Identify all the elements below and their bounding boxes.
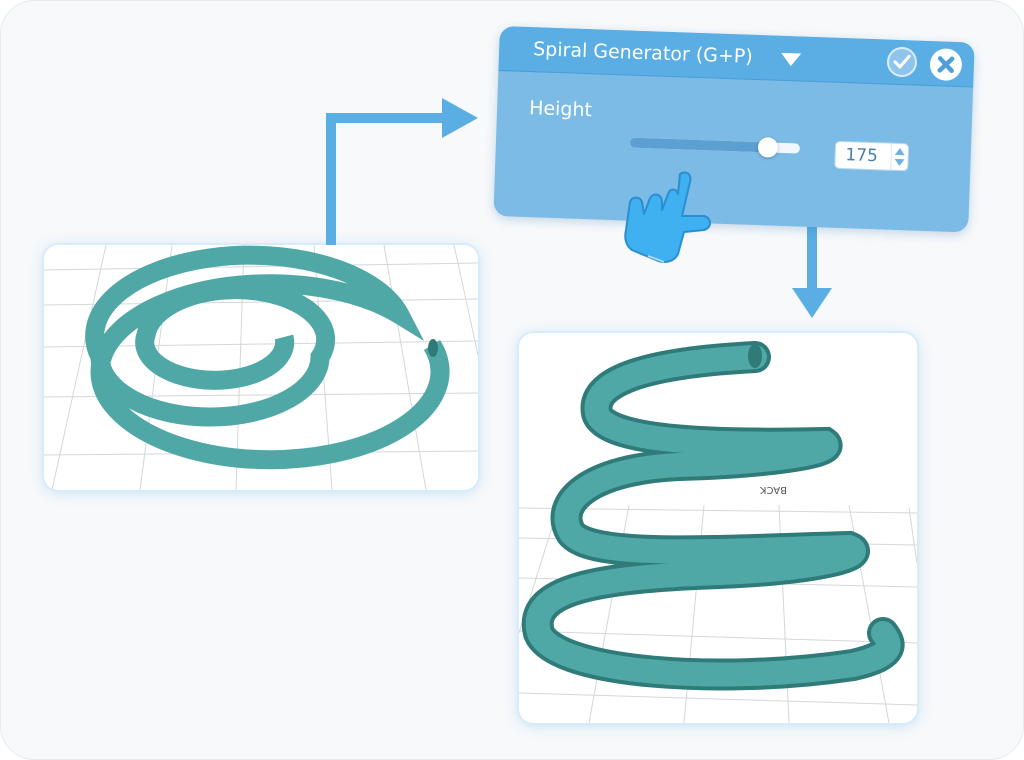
arrow-head-down	[792, 288, 832, 318]
spiral-generator-panel: Spiral Generator (G+P) Height 175	[493, 26, 975, 233]
spiral-end-cap	[428, 339, 438, 357]
height-stepper[interactable]: 175	[835, 141, 909, 171]
stepper-down-icon[interactable]	[894, 158, 905, 167]
flat-spiral-viewport[interactable]	[44, 245, 478, 490]
slider-thumb[interactable]	[757, 137, 778, 158]
panel-header[interactable]: Spiral Generator (G+P)	[498, 26, 975, 88]
close-button[interactable]	[929, 48, 963, 82]
height-label: Height	[528, 97, 593, 122]
back-label: BACK	[759, 484, 787, 495]
slider-fill	[629, 137, 768, 153]
arrow-to-panel	[326, 113, 448, 245]
height-value[interactable]: 175	[845, 145, 879, 167]
height-slider[interactable]	[629, 136, 801, 158]
pointing-hand-icon	[624, 171, 711, 263]
arrow-head-right	[442, 98, 478, 138]
panel-title: Spiral Generator (G+P)	[532, 38, 754, 68]
checkmark-icon	[893, 54, 911, 69]
coil-end-cap	[748, 344, 762, 368]
stepper-up-icon[interactable]	[894, 147, 905, 156]
coil-spiral-shape	[521, 341, 905, 691]
coil-spiral-viewport[interactable]: BACK	[519, 333, 917, 723]
flat-spiral-shape	[85, 245, 450, 470]
confirm-button[interactable]	[886, 46, 918, 78]
dropdown-triangle-icon[interactable]	[780, 52, 802, 67]
close-x-icon	[937, 56, 955, 74]
stepper-arrows	[890, 143, 909, 171]
